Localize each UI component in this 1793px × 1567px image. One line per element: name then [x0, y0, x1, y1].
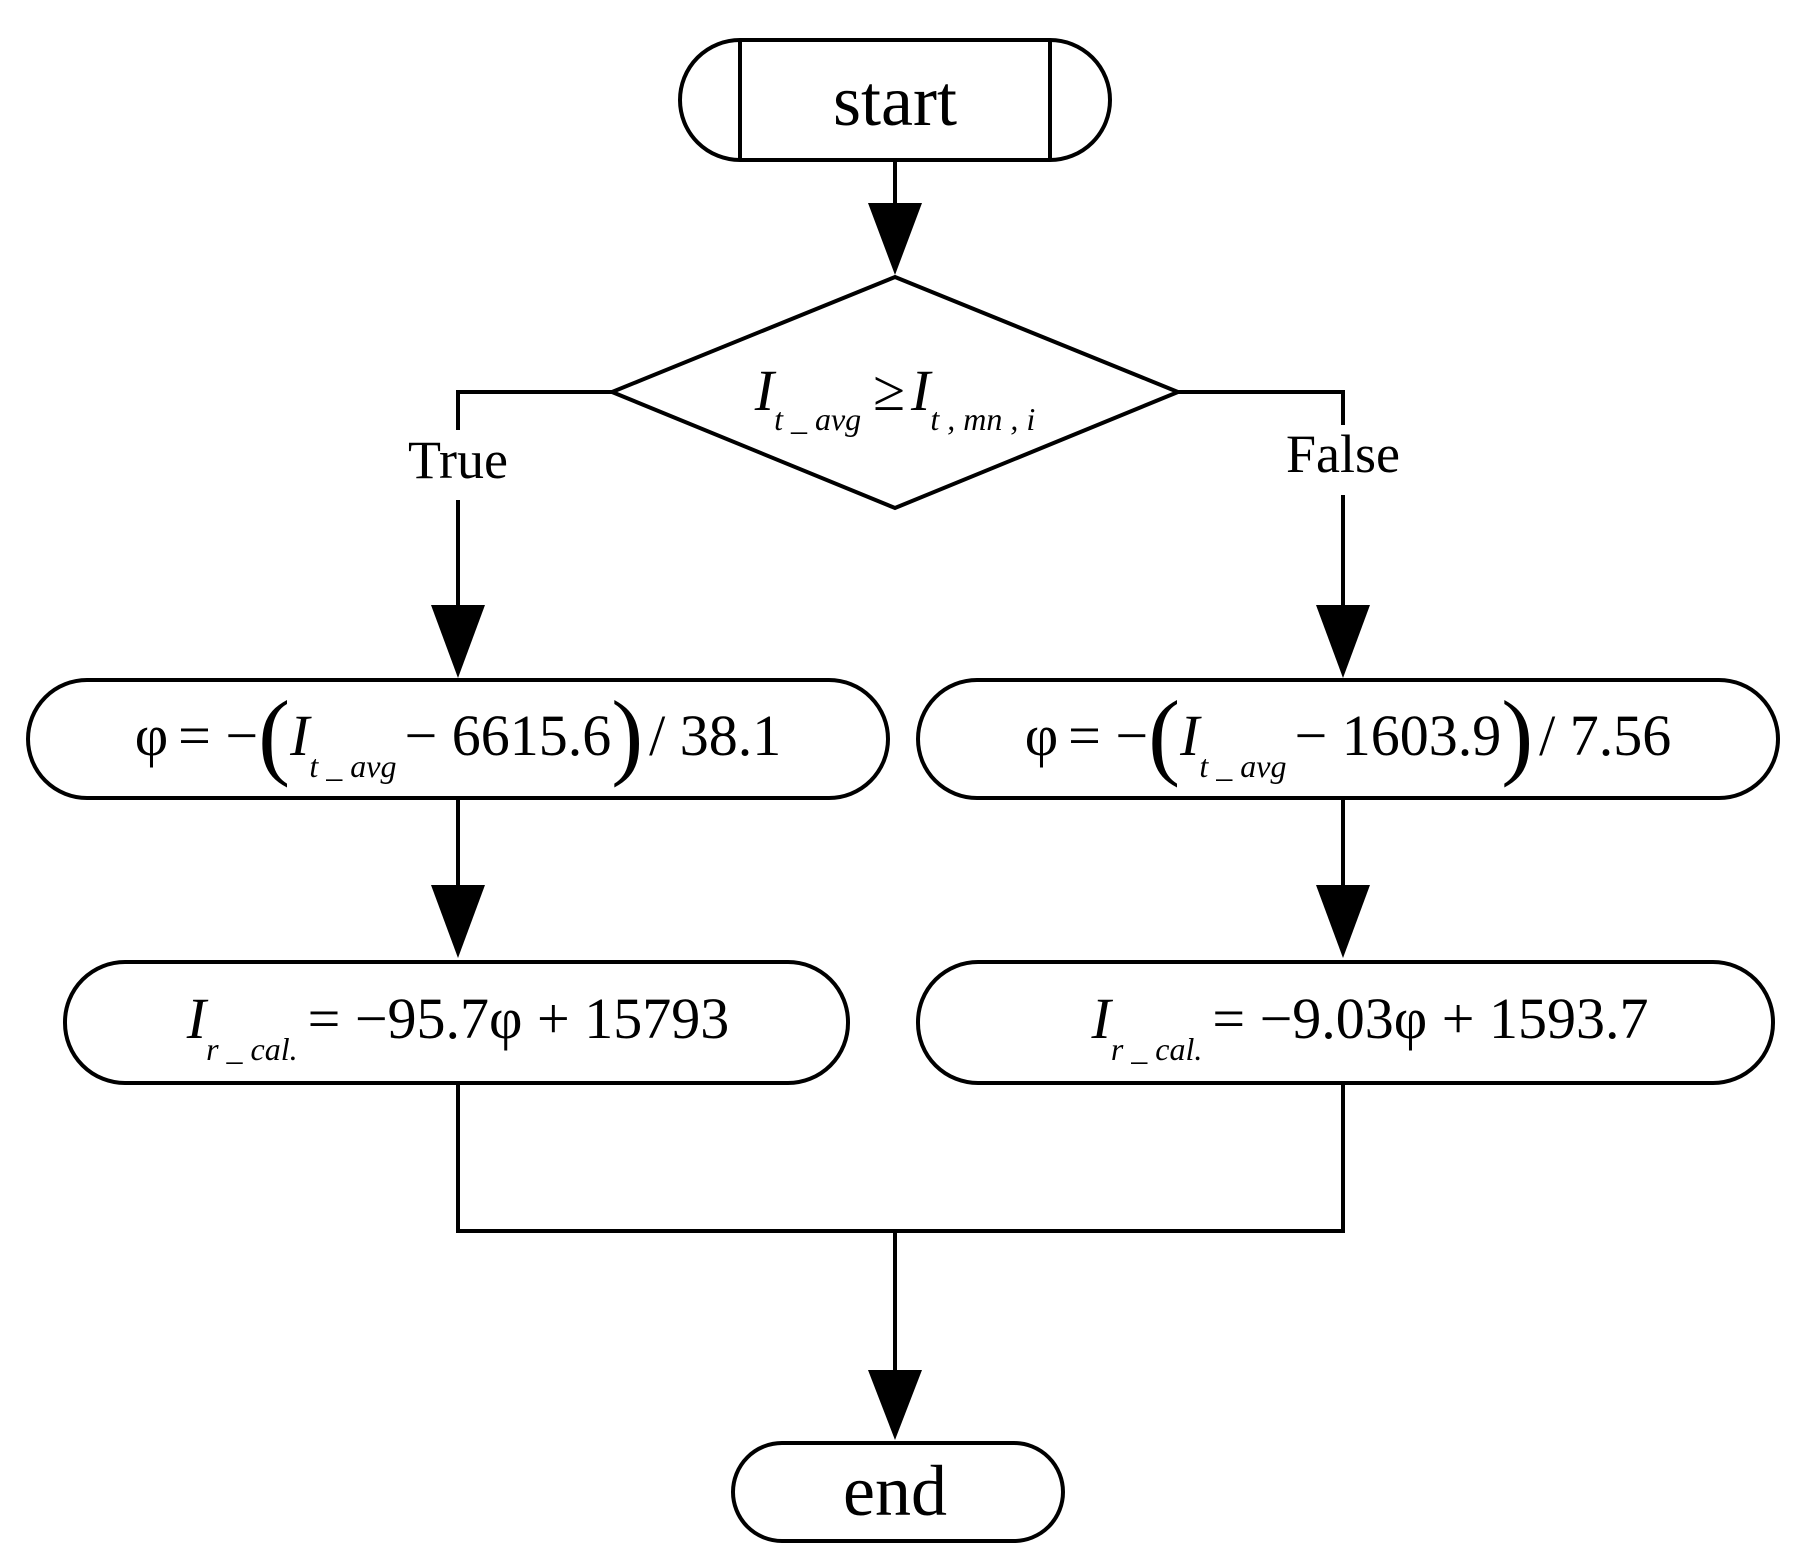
- decision-node: It _ avg≥It , mn , i: [606, 274, 1184, 511]
- decision-condition: It _ avg≥It , mn , i: [754, 358, 1035, 437]
- true-phi-equation: φ= −(It _ avg− 6615.6)/ 38.1: [135, 681, 782, 788]
- true-ir-node: Ir _ cal.= −95.7φ + 15793: [63, 960, 850, 1085]
- end-label: end: [843, 1451, 947, 1531]
- arrowhead-end: [868, 1370, 922, 1440]
- false-phi-equation: φ= −(It _ avg− 1603.9)/ 7.56: [1025, 681, 1672, 788]
- arrowhead-false-ir: [1316, 885, 1370, 958]
- connector-decision-true: [456, 390, 612, 430]
- connector-decision-false: [1178, 390, 1345, 425]
- false-phi-node: φ= −(It _ avg− 1603.9)/ 7.56: [916, 678, 1780, 800]
- arrowhead-true-phi: [431, 605, 485, 678]
- arrowhead-true-ir: [431, 885, 485, 958]
- start-label: start: [833, 61, 957, 141]
- start-node: start: [678, 38, 1112, 162]
- arrowhead-start-decision: [868, 203, 922, 275]
- true-ir-equation: Ir _ cal.= −95.7φ + 15793: [186, 986, 729, 1067]
- connector-merge: [456, 1083, 1345, 1233]
- false-branch-label: False: [1286, 424, 1400, 484]
- true-branch-label: True: [408, 430, 508, 490]
- arrowhead-false-phi: [1316, 605, 1370, 678]
- connectors: [431, 160, 1370, 1440]
- false-ir-equation: Ir _ cal.= −9.03φ + 1593.7: [1091, 986, 1649, 1067]
- end-node: end: [731, 1441, 1065, 1543]
- false-ir-node: Ir _ cal.= −9.03φ + 1593.7: [916, 960, 1775, 1085]
- true-phi-node: φ= −(It _ avg− 6615.6)/ 38.1: [26, 678, 890, 800]
